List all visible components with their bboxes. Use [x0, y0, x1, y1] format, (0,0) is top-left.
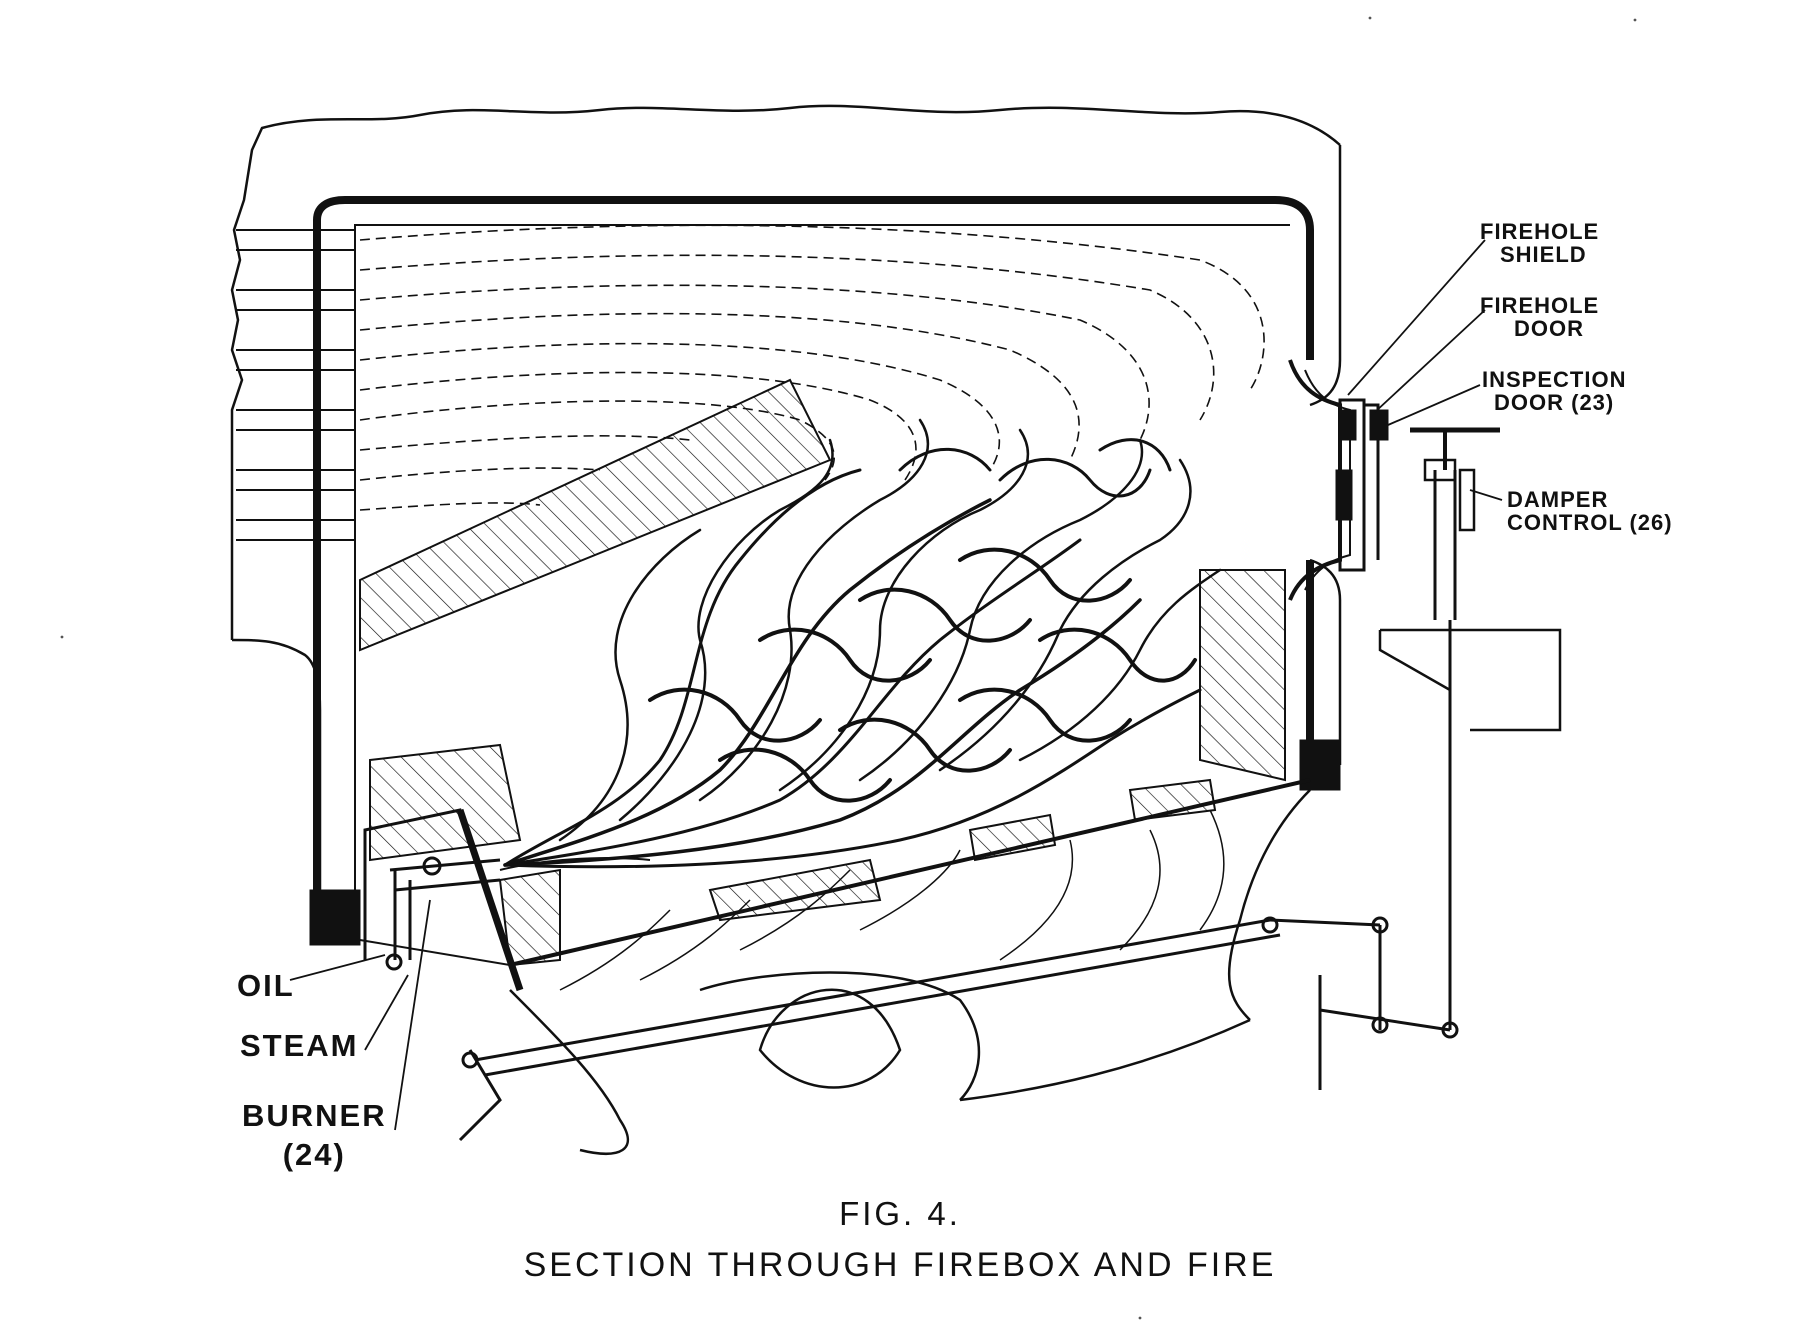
label-damper-control: DAMPER CONTROL (26) — [1507, 488, 1673, 534]
label-line: CONTROL (26) — [1507, 510, 1673, 536]
flame — [503, 418, 1222, 869]
label-line: (24) — [282, 1136, 346, 1172]
burner-assembly — [363, 808, 651, 992]
label-line: SHIELD — [1500, 242, 1587, 268]
label-line: FIREHOLE — [1480, 293, 1600, 318]
fire-tubes — [236, 229, 355, 541]
label-line: DOOR (23) — [1494, 390, 1615, 416]
label-firehole-shield: FIREHOLE SHIELD — [1480, 220, 1599, 266]
label-line: FIREHOLE — [1480, 219, 1600, 244]
label-line: STEAM — [240, 1028, 359, 1063]
gas-flow-lines — [359, 224, 1265, 511]
label-steam: STEAM — [240, 1028, 359, 1063]
figure-number: FIG. 4. — [839, 1195, 961, 1232]
label-line: OIL — [237, 968, 295, 1003]
label-line: DAMPER — [1507, 487, 1609, 512]
leader-lines — [289, 239, 1503, 1131]
damper-control — [1378, 427, 1562, 732]
firebox-wall — [309, 196, 1341, 946]
scan-specks — [60, 16, 1637, 1320]
label-firehole-door: FIREHOLE DOOR — [1480, 294, 1599, 340]
label-oil: OIL — [237, 968, 295, 1003]
label-line: BURNER — [242, 1098, 387, 1133]
label-inspection-door: INSPECTION DOOR (23) — [1482, 368, 1626, 414]
air-flow — [559, 809, 1225, 991]
damper-linkage — [458, 470, 1459, 1142]
refractory-brick — [359, 378, 1286, 967]
figure-title: SECTION THROUGH FIREBOX AND FIRE — [523, 1246, 1277, 1284]
firehole — [1288, 359, 1389, 601]
label-line: DOOR — [1514, 316, 1584, 342]
label-line: INSPECTION — [1482, 367, 1627, 392]
label-burner: BURNER (24) — [242, 1098, 387, 1172]
